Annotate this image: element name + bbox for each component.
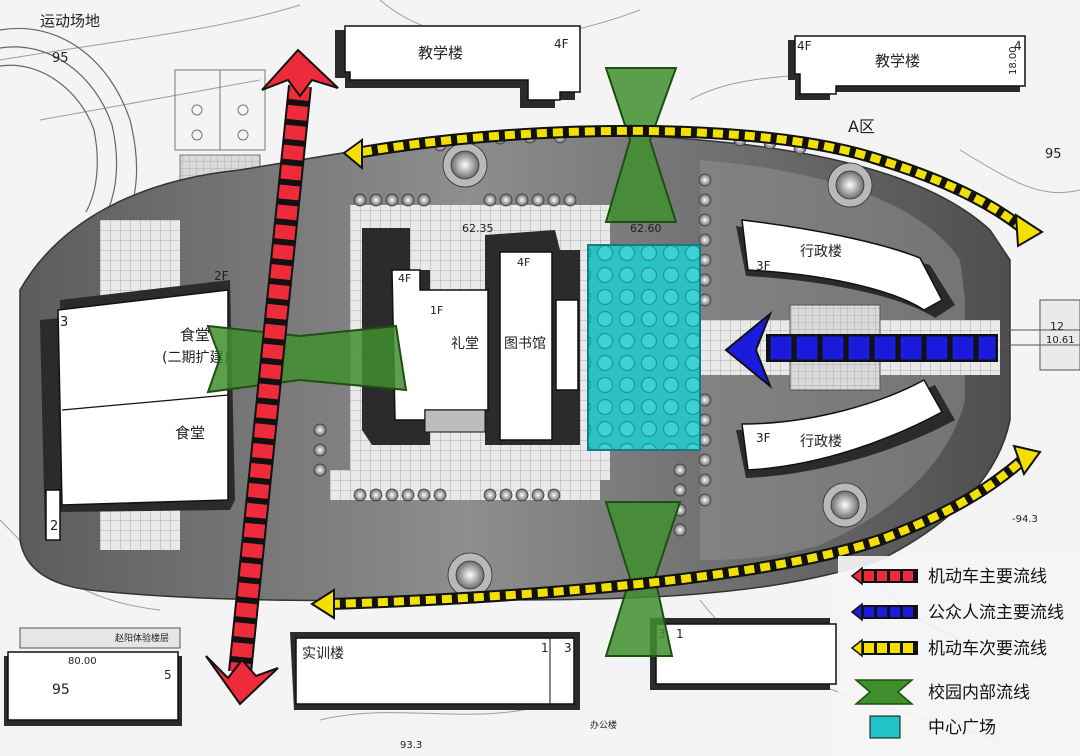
training-floor-1: 1 xyxy=(541,641,549,655)
round-tree-clusters xyxy=(442,142,873,598)
legend-label-cyan: 中心广场 xyxy=(928,718,996,738)
library-label: 图书馆 xyxy=(504,336,546,352)
admin-top-label: 行政楼 xyxy=(800,244,842,260)
legend-label-red: 机动车主要流线 xyxy=(928,567,1047,587)
teaching-bldg-left-label: 教学楼 xyxy=(418,44,463,62)
admin-bottom-label: 行政楼 xyxy=(800,434,842,450)
admin-building-top xyxy=(736,219,955,318)
elevation-943: -94.3 xyxy=(1012,514,1038,525)
training-building xyxy=(290,632,580,710)
elevation-95-right: 95 xyxy=(1045,147,1062,162)
canteen-building xyxy=(40,280,235,541)
teaching-building-left xyxy=(335,25,581,108)
legend-label-green: 校园内部流线 xyxy=(928,683,1030,703)
elevation-1061: 10.61 xyxy=(1046,335,1075,346)
teaching-bldg-right-label: 教学楼 xyxy=(875,52,920,70)
east-entry-structures xyxy=(1000,299,1080,371)
auditorium-library-complex xyxy=(362,228,580,445)
office-floor-1: 1 xyxy=(676,627,684,641)
red-arrow-head-north xyxy=(261,48,339,98)
legend-item-yellow: 机动车次要流线 xyxy=(850,638,1047,659)
admin-bottom-floor: 3F xyxy=(756,431,771,445)
pedestrian-main-flow xyxy=(724,310,998,390)
red-arrow-head-south xyxy=(205,655,279,706)
legend-label-yellow: 机动车次要流线 xyxy=(928,639,1047,659)
teaching-bldg-left-floor: 4F xyxy=(554,37,569,51)
auditorium-floor-1f: 1F xyxy=(430,304,443,317)
yellow-arrow-head-ne xyxy=(1014,213,1044,248)
canteen-floor-3: 3 xyxy=(60,315,68,330)
canteen-ext-line1: 食堂 xyxy=(180,326,210,344)
elevation-1800: 18.00 xyxy=(1008,46,1019,75)
sports-field-label: 运动场地 xyxy=(40,12,100,30)
blue-arrow-head-west xyxy=(724,310,773,390)
elevation-95-topleft: 95 xyxy=(52,51,69,66)
canteen-label: 食堂 xyxy=(175,424,205,442)
admin-building-bottom xyxy=(736,378,955,478)
training-floor-3: 3 xyxy=(564,641,572,655)
canteen-floor-2: 2 xyxy=(50,519,58,534)
yellow-arrow-head-se xyxy=(1012,444,1042,477)
elevation-6260: 62.60 xyxy=(630,222,662,235)
yellow-arrow-head-nw xyxy=(342,138,363,171)
small-sign-label: 赵阳体验楼层 xyxy=(115,632,169,644)
elevation-933: 93.3 xyxy=(400,740,422,751)
teaching-building-right xyxy=(788,35,1026,100)
legend-label-blue: 公众人流主要流线 xyxy=(928,603,1064,623)
office-building xyxy=(650,618,837,690)
library-floor-4f: 4F xyxy=(517,256,530,269)
vehicle-secondary-flow xyxy=(310,124,1044,620)
legend-item-red: 机动车主要流线 xyxy=(850,566,1047,587)
elevation-95-bottomleft: 95 xyxy=(52,682,70,698)
auditorium-floor-4f: 4F xyxy=(398,272,411,285)
right-floor-12: 12 xyxy=(1050,320,1064,333)
canteen-floor-2f: 2F xyxy=(214,269,229,283)
elevation-8000: 80.00 xyxy=(68,656,97,667)
tree-rows xyxy=(313,130,807,537)
legend-item-blue: 公众人流主要流线 xyxy=(850,602,1064,623)
bottom-left-building xyxy=(4,627,182,726)
legend: 机动车主要流线 公众人流主要流线 机动车次要流线 校园内部流线 中心广场 xyxy=(838,556,1080,756)
elevation-6235: 62.35 xyxy=(462,222,494,235)
bottom-left-floor-5: 5 xyxy=(164,668,172,682)
admin-top-floor: 3F xyxy=(756,259,771,273)
legend-item-green: 校园内部流线 xyxy=(853,679,1030,705)
vehicle-main-flow xyxy=(205,48,339,706)
legend-item-cyan: 中心广场 xyxy=(869,715,996,739)
training-bldg-label: 实训楼 xyxy=(302,646,344,662)
green-bowtie-north xyxy=(604,67,678,223)
zone-a-label: A区 xyxy=(848,117,875,136)
teaching-bldg-right-floor: 4F xyxy=(797,39,812,53)
right-floor-4: 4 xyxy=(1014,39,1022,53)
office-bldg-label: 办公楼 xyxy=(590,719,617,731)
yellow-arrow-head-sw xyxy=(310,588,335,620)
green-bowtie-west xyxy=(206,324,408,394)
canteen-ext-line2: (二期扩建) xyxy=(162,350,229,366)
auditorium-label: 礼堂 xyxy=(451,336,479,352)
central-plaza xyxy=(587,244,701,451)
